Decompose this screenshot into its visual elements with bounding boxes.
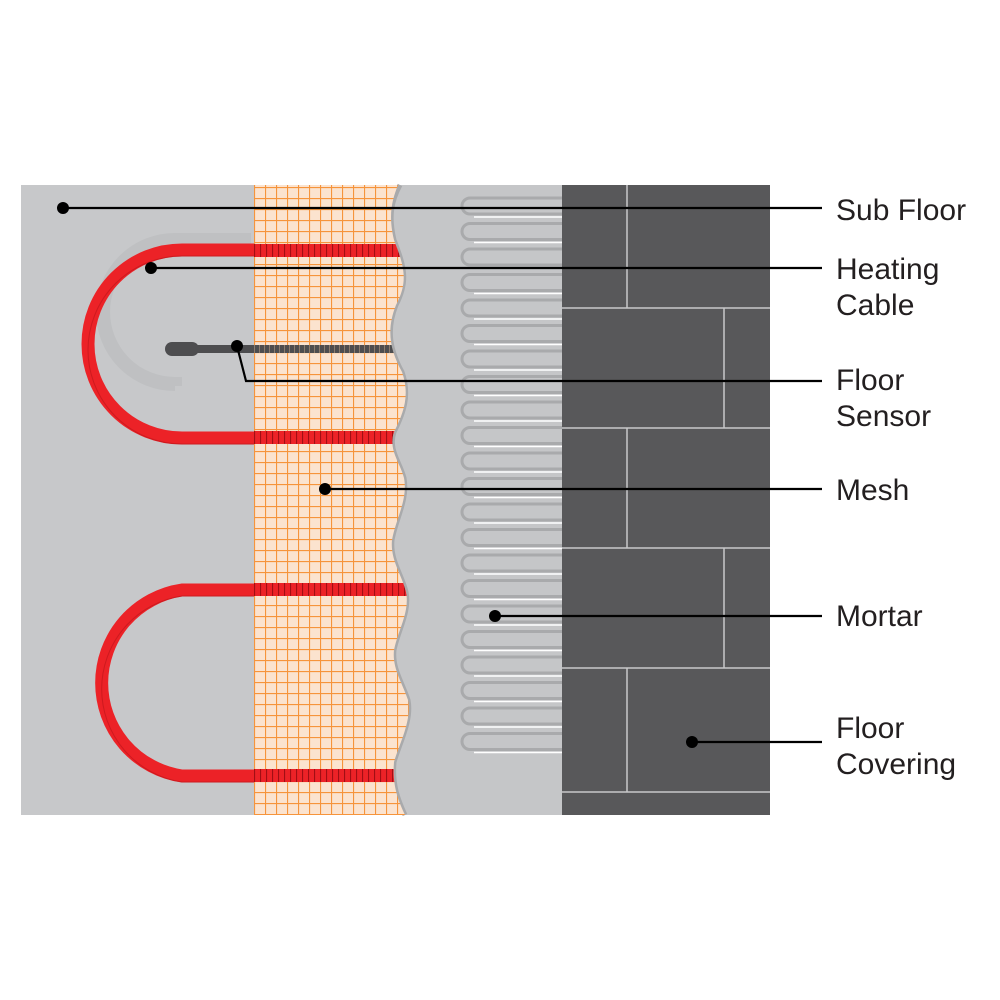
heating-cable-mesh-run-4 (254, 769, 409, 782)
mortar-ridge-shadow (460, 426, 562, 445)
leader-dot-icon (686, 736, 698, 748)
mortar-ridge-shadow (460, 375, 562, 394)
mortar-ridge-shadow (460, 630, 562, 649)
heating-cable-mesh-run-1 (254, 244, 409, 257)
mortar-ridge-shadow (460, 298, 562, 318)
mortar-ridge-shadow (460, 528, 562, 547)
mortar-layer (390, 185, 562, 815)
mortar-ridge-shadow (460, 400, 562, 420)
mortar-ridge-shadow (460, 681, 562, 700)
leader-dot-icon (231, 340, 243, 352)
mortar-ridge-shadow (460, 349, 562, 369)
sensor-probe-icon (165, 342, 258, 356)
mortar-ridge-shadow (460, 247, 562, 267)
leader-dot-icon (319, 483, 331, 495)
label-floor-sensor: Floor Sensor (836, 364, 932, 433)
heating-cable-loops (81, 233, 256, 783)
mortar-ridge-shadow (460, 732, 562, 751)
label-mortar: Mortar (836, 600, 923, 633)
sub-floor-layer (21, 185, 256, 815)
leader-dots (57, 202, 698, 748)
floor-covering-layer (562, 185, 770, 815)
mortar-ridge-shadow (460, 222, 562, 241)
label-heating-cable: Heating Cable (836, 253, 940, 322)
mortar-ridge-shadow (460, 324, 562, 343)
label-mesh: Mesh (836, 474, 910, 507)
mortar-ridge-shadow (460, 604, 562, 624)
leader-dot-icon (489, 610, 501, 622)
mortar-trowel-ridges (460, 196, 562, 754)
heating-cable-mesh-run-3 (254, 583, 409, 596)
label-sub-floor: Sub Floor (836, 194, 967, 227)
mortar-ridge-shadow (460, 655, 562, 675)
leader-floor-sensor (235, 345, 822, 383)
leader-dot-icon (145, 262, 157, 274)
mesh-layer (254, 185, 409, 815)
mortar-ridge-shadow (460, 451, 562, 471)
leader-dot-icon (57, 202, 69, 214)
mortar-ridge-shadow (460, 553, 562, 573)
label-floor-covering: Floor Covering (836, 712, 957, 781)
mortar-ridge-shadow (460, 502, 562, 522)
mortar-ridge-shadow (460, 477, 562, 496)
heating-cable-mesh-run-2 (254, 431, 409, 444)
mortar-ridge-shadow (460, 196, 562, 216)
mortar-ridge-shadow (460, 579, 562, 598)
floor-sensor-mesh-run (254, 345, 409, 353)
mortar-ridge-shadow (460, 273, 562, 292)
leader-lines (63, 206, 822, 744)
mortar-ridge-shadow (460, 706, 562, 726)
